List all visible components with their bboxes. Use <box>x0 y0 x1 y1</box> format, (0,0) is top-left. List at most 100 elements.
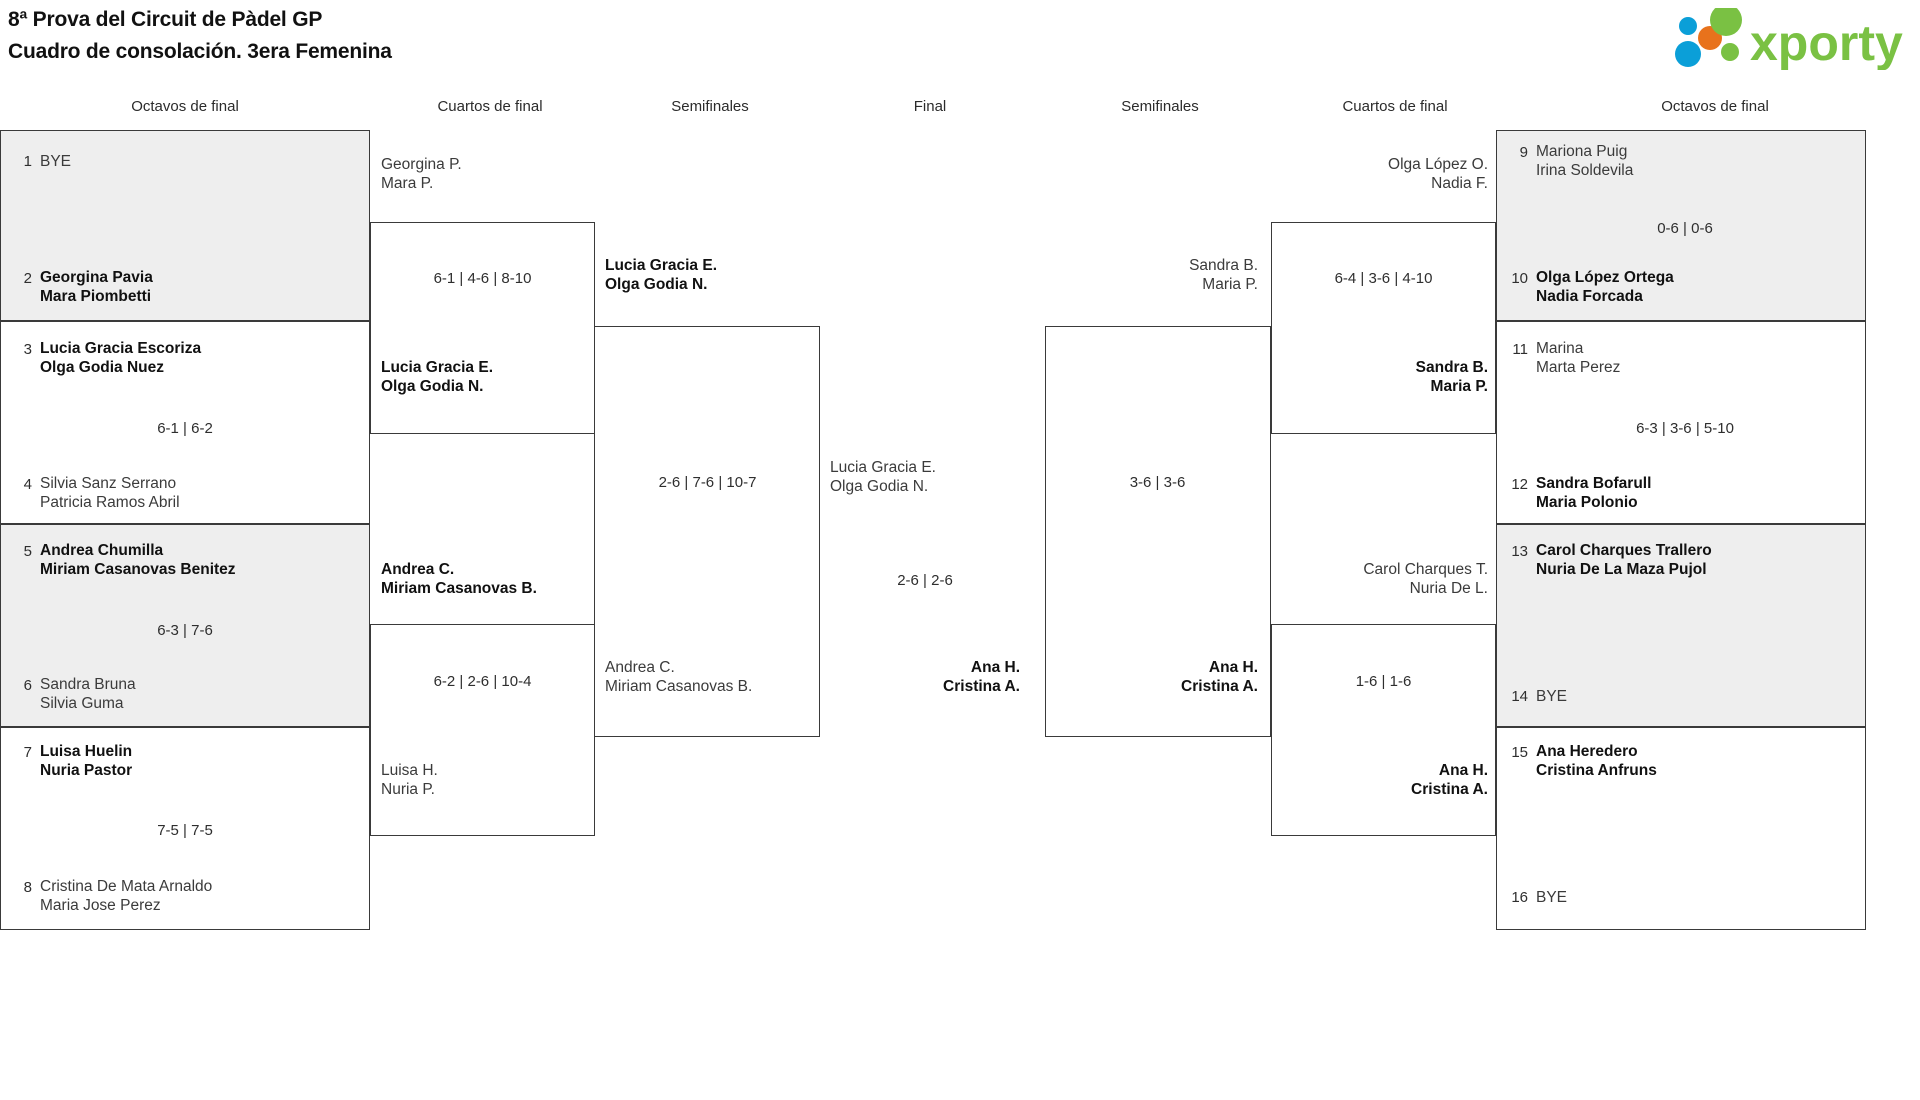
seed-number: 7 <box>23 744 32 761</box>
seed-number: 15 <box>1511 744 1528 761</box>
right-octavos-seed-16[interactable]: 16 BYE <box>1502 888 1852 908</box>
right-octavos-score-2: 6-3 | 3-6 | 5-10 <box>1636 420 1734 437</box>
team-names: Luisa Huelin Nuria Pastor <box>40 743 133 779</box>
left-octavos-seed-5[interactable]: 5 Andrea Chumilla Miriam Casanovas Benit… <box>6 541 346 579</box>
right-octavos-seed-12[interactable]: 12 Sandra Bofarull Maria Polonio <box>1502 474 1852 512</box>
team-names: Sandra Bruna Silvia Guma <box>40 676 136 712</box>
right-cuartos-match-bottom-box[interactable] <box>1271 624 1496 836</box>
right-octavos-seed-10[interactable]: 10 Olga López Ortega Nadia Forcada <box>1502 268 1852 306</box>
seed-number: 16 <box>1511 889 1528 906</box>
logo-dot-blue-top <box>1679 17 1697 35</box>
left-cuartos-bottom-team-above[interactable]: Andrea C. Miriam Casanovas B. <box>381 561 537 597</box>
right-octavos-seed-14[interactable]: 14 BYE <box>1502 687 1852 707</box>
left-cuartos-bottom-score: 6-2 | 2-6 | 10-4 <box>433 673 532 690</box>
right-octavos-seed-9[interactable]: 9 Mariona Puig Irina Soldevila <box>1502 142 1852 180</box>
seed-number: 8 <box>23 879 32 896</box>
right-octavos-match-3-box[interactable] <box>1496 524 1866 727</box>
team-names: Lucia Gracia Escoriza Olga Godia Nuez <box>40 340 202 376</box>
round-header-cuartos-right: Cuartos de final <box>1342 98 1448 115</box>
left-cuartos-top-loser[interactable]: Georgina P. Mara P. <box>381 156 462 192</box>
round-header-semifinal-right: Semifinales <box>1121 98 1199 115</box>
left-octavos-seed-7[interactable]: 7 Luisa Huelin Nuria Pastor <box>6 742 346 780</box>
final-score: 2-6 | 2-6 <box>897 572 953 589</box>
right-cuartos-top-loser[interactable]: Olga López O. Nadia F. <box>1388 156 1488 192</box>
left-octavos-seed-8[interactable]: 8 Cristina De Mata Arnaldo Maria Jose Pe… <box>6 877 346 915</box>
title-line-1: 8ª Prova del Circuit de Pàdel GP <box>8 8 323 31</box>
left-cuartos-top-score: 6-1 | 4-6 | 8-10 <box>433 270 532 287</box>
left-cuartos-match-top-box[interactable] <box>370 222 595 434</box>
left-octavos-score-4: 7-5 | 7-5 <box>157 822 213 839</box>
final-right-team[interactable]: Ana H. Cristina A. <box>943 659 1020 695</box>
right-octavos-match-2-box[interactable] <box>1496 321 1866 524</box>
left-octavos-seed-4[interactable]: 4 Silvia Sanz Serrano Patricia Ramos Abr… <box>6 474 346 512</box>
left-octavos-seed-1[interactable]: 1 BYE <box>6 152 346 172</box>
round-header-cuartos-left: Cuartos de final <box>437 98 543 115</box>
logo-dot-green-small <box>1721 43 1739 61</box>
page-title: 8ª Prova del Circuit de Pàdel GP Cuadro … <box>8 4 392 68</box>
logo-dot-blue-bottom <box>1675 41 1701 67</box>
left-octavos-score-2: 6-1 | 6-2 <box>157 420 213 437</box>
left-semifinal-score: 2-6 | 7-6 | 10-7 <box>658 474 757 491</box>
right-octavos-seed-13[interactable]: 13 Carol Charques Trallero Nuria De La M… <box>1502 541 1852 579</box>
team-names: Mariona Puig Irina Soldevila <box>1536 143 1634 179</box>
team-names: Georgina Pavia Mara Piombetti <box>40 269 153 305</box>
left-octavos-match-1-box[interactable] <box>0 130 370 321</box>
left-semifinal-winner[interactable]: Lucia Gracia E. Olga Godia N. <box>605 257 717 293</box>
round-header-semifinal-left: Semifinales <box>671 98 749 115</box>
logo-wordmark: xporty <box>1750 15 1903 70</box>
bye-label: BYE <box>1536 889 1568 906</box>
team-names: Cristina De Mata Arnaldo Maria Jose Pere… <box>40 878 213 914</box>
team-names: Carol Charques Trallero Nuria De La Maza… <box>1536 542 1712 578</box>
left-semifinal-box[interactable] <box>594 326 820 737</box>
seed-number: 10 <box>1511 270 1528 287</box>
left-octavos-seed-2[interactable]: 2 Georgina Pavia Mara Piombetti <box>6 268 346 306</box>
right-octavos-match-4-box[interactable] <box>1496 727 1866 930</box>
left-cuartos-match-bottom-box[interactable] <box>370 624 595 836</box>
team-names: Sandra Bofarull Maria Polonio <box>1536 475 1652 511</box>
seed-number: 9 <box>1519 144 1528 161</box>
right-cuartos-match-top-box[interactable] <box>1271 222 1496 434</box>
right-octavos-seed-15[interactable]: 15 Ana Heredero Cristina Anfruns <box>1502 742 1852 780</box>
team-names: Olga López Ortega Nadia Forcada <box>1536 269 1674 305</box>
right-semifinal-box[interactable] <box>1045 326 1271 737</box>
final-left-team[interactable]: Lucia Gracia E. Olga Godia N. <box>830 459 936 495</box>
bye-label: BYE <box>40 153 72 170</box>
left-octavos-match-4-box[interactable] <box>0 727 370 930</box>
team-names: Silvia Sanz Serrano Patricia Ramos Abril <box>40 475 180 511</box>
right-octavos-seed-11[interactable]: 11 Marina Marta Perez <box>1502 339 1852 377</box>
seed-number: 1 <box>23 153 32 170</box>
left-octavos-match-3-box[interactable] <box>0 524 370 727</box>
round-header-octavos-left: Octavos de final <box>131 98 239 115</box>
left-octavos-match-2-box[interactable] <box>0 321 370 524</box>
right-cuartos-top-score: 6-4 | 3-6 | 4-10 <box>1334 270 1433 287</box>
seed-number: 13 <box>1511 543 1528 560</box>
right-semifinal-score: 3-6 | 3-6 <box>1129 474 1186 491</box>
bye-label: BYE <box>1536 688 1568 705</box>
left-octavos-seed-3[interactable]: 3 Lucia Gracia Escoriza Olga Godia Nuez <box>6 339 346 377</box>
right-cuartos-top-winner[interactable]: Sandra B. Maria P. <box>1415 359 1488 395</box>
left-semifinal-loser[interactable]: Andrea C. Miriam Casanovas B. <box>605 659 753 695</box>
right-octavos-match-1-box[interactable] <box>1496 130 1866 321</box>
left-octavos-seed-6[interactable]: 6 Sandra Bruna Silvia Guma <box>6 675 346 713</box>
right-cuartos-bottom-winner[interactable]: Ana H. Cristina A. <box>1411 762 1488 798</box>
team-names: Ana Heredero Cristina Anfruns <box>1536 743 1657 779</box>
round-header-final: Final <box>913 98 947 115</box>
seed-number: 6 <box>23 677 32 694</box>
logo-svg: xporty <box>1675 4 1903 71</box>
right-cuartos-bottom-score: 1-6 | 1-6 <box>1355 673 1412 690</box>
seed-number: 2 <box>23 270 32 287</box>
xporty-logo[interactable]: xporty <box>1668 4 1908 71</box>
team-names: Marina Marta Perez <box>1536 340 1621 376</box>
left-cuartos-top-winner[interactable]: Lucia Gracia E. Olga Godia N. <box>381 359 493 395</box>
right-cuartos-bottom-loser[interactable]: Carol Charques T. Nuria De L. <box>1363 561 1488 597</box>
title-line-2: Cuadro de consolación. 3era Femenina <box>8 40 392 63</box>
logo-dot-green-big <box>1710 4 1742 36</box>
left-cuartos-bottom-winner[interactable]: Luisa H. Nuria P. <box>381 762 438 798</box>
right-semifinal-winner[interactable]: Ana H. Cristina A. <box>1181 659 1258 695</box>
right-octavos-score-1: 0-6 | 0-6 <box>1657 220 1713 237</box>
round-header-octavos-right: Octavos de final <box>1661 98 1769 115</box>
team-names: Andrea Chumilla Miriam Casanovas Benitez <box>40 542 236 578</box>
seed-number: 5 <box>23 543 32 560</box>
seed-number: 4 <box>23 476 32 493</box>
right-semifinal-loser[interactable]: Sandra B. Maria P. <box>1189 257 1258 293</box>
